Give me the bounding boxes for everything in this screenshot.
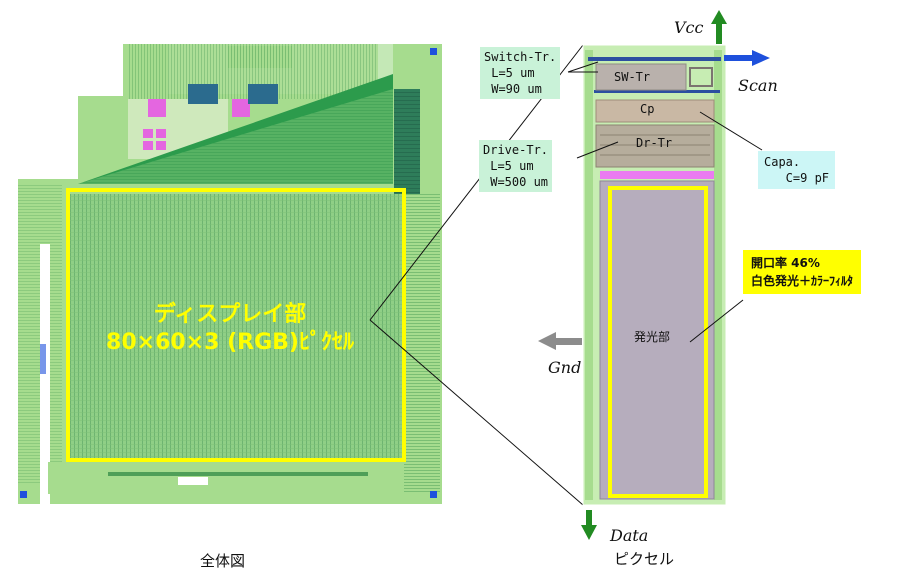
chip-caption: 全体図 (200, 552, 246, 570)
via-square (689, 67, 713, 87)
pixel-caption: ピクセル (614, 550, 675, 568)
bottom-bus (108, 472, 368, 476)
zoom-line-bottom (369, 319, 584, 506)
vcc-line (714, 50, 722, 500)
control-pad (232, 99, 250, 117)
scan-label: Scan (738, 76, 778, 95)
display-label-line2: 80×60×3 (RGB)ﾋﾟｸｾﾙ (106, 330, 354, 355)
data-line (585, 50, 593, 500)
data-arrow-shaft (586, 510, 592, 528)
aperture-callout: 開口率 46% 白色発光＋ｶﾗｰﾌｨﾙﾀ (743, 250, 862, 294)
vcc-arrow-icon (711, 10, 727, 24)
vcc-arrow-shaft (716, 22, 722, 44)
emit-label: 発光部 (634, 330, 671, 344)
chip-blank-area (18, 44, 123, 179)
fanout-lines (78, 89, 393, 184)
control-pad (156, 141, 166, 150)
aperture-highlight (608, 186, 708, 498)
right-drivers (404, 194, 440, 494)
control-pad (143, 141, 153, 150)
leader-switch-tr-alt (567, 61, 599, 73)
alignment-mark (20, 491, 27, 498)
leader-aperture (689, 299, 744, 343)
scan-line (588, 57, 721, 61)
cp-block (595, 99, 715, 123)
chip-layout-graphic (18, 44, 440, 504)
data-arrow-icon (581, 525, 597, 540)
anode-contact (600, 171, 714, 179)
drive-tr-callout: Drive-Tr. L=5 um W=500 um (479, 140, 553, 192)
leader-capa (699, 111, 763, 151)
display-area-highlight (66, 188, 406, 462)
bottom-area (48, 462, 398, 494)
control-pad (143, 129, 153, 138)
emission-area (599, 180, 715, 500)
alignment-mark (430, 491, 437, 498)
sw-tr-label: SW-Tr (614, 70, 651, 84)
pixel-matrix (68, 194, 404, 462)
display-label-line1: ディスプレイ部 (153, 302, 307, 327)
gnd-arrow-icon (538, 332, 556, 350)
control-pad (148, 99, 166, 117)
vcc-label: Vcc (674, 18, 704, 37)
bottom-pad (178, 477, 208, 485)
right-bus (394, 89, 420, 199)
top-bus (228, 46, 292, 68)
switch-tr-callout: Switch-Tr. L=5 um W=90 um (480, 47, 561, 99)
dr-tr-block (595, 124, 715, 168)
data-label: Data (610, 526, 649, 545)
left-marker (40, 344, 46, 374)
control-block-dark (188, 84, 218, 104)
gnd-arrow-shaft (552, 338, 582, 345)
sw-tr-block (595, 63, 687, 91)
dr-tr-label: Dr-Tr (636, 136, 673, 150)
control-block-dark (248, 84, 278, 104)
alignment-mark (430, 48, 437, 55)
pixel-border (582, 44, 727, 506)
control-pad (156, 129, 166, 138)
scan-arrow-icon (752, 50, 770, 66)
chip-layout: ディスプレイ部 80×60×3 (RGB)ﾋﾟｸｾﾙ (18, 44, 442, 504)
gnd-label: Gnd (548, 358, 582, 377)
capa-callout: Capa. C=9 pF (758, 151, 836, 189)
scan-line-lower (594, 90, 720, 93)
leader-drive-tr (576, 141, 619, 159)
cp-label: Cp (640, 102, 655, 116)
scan-arrow-shaft (724, 55, 754, 61)
